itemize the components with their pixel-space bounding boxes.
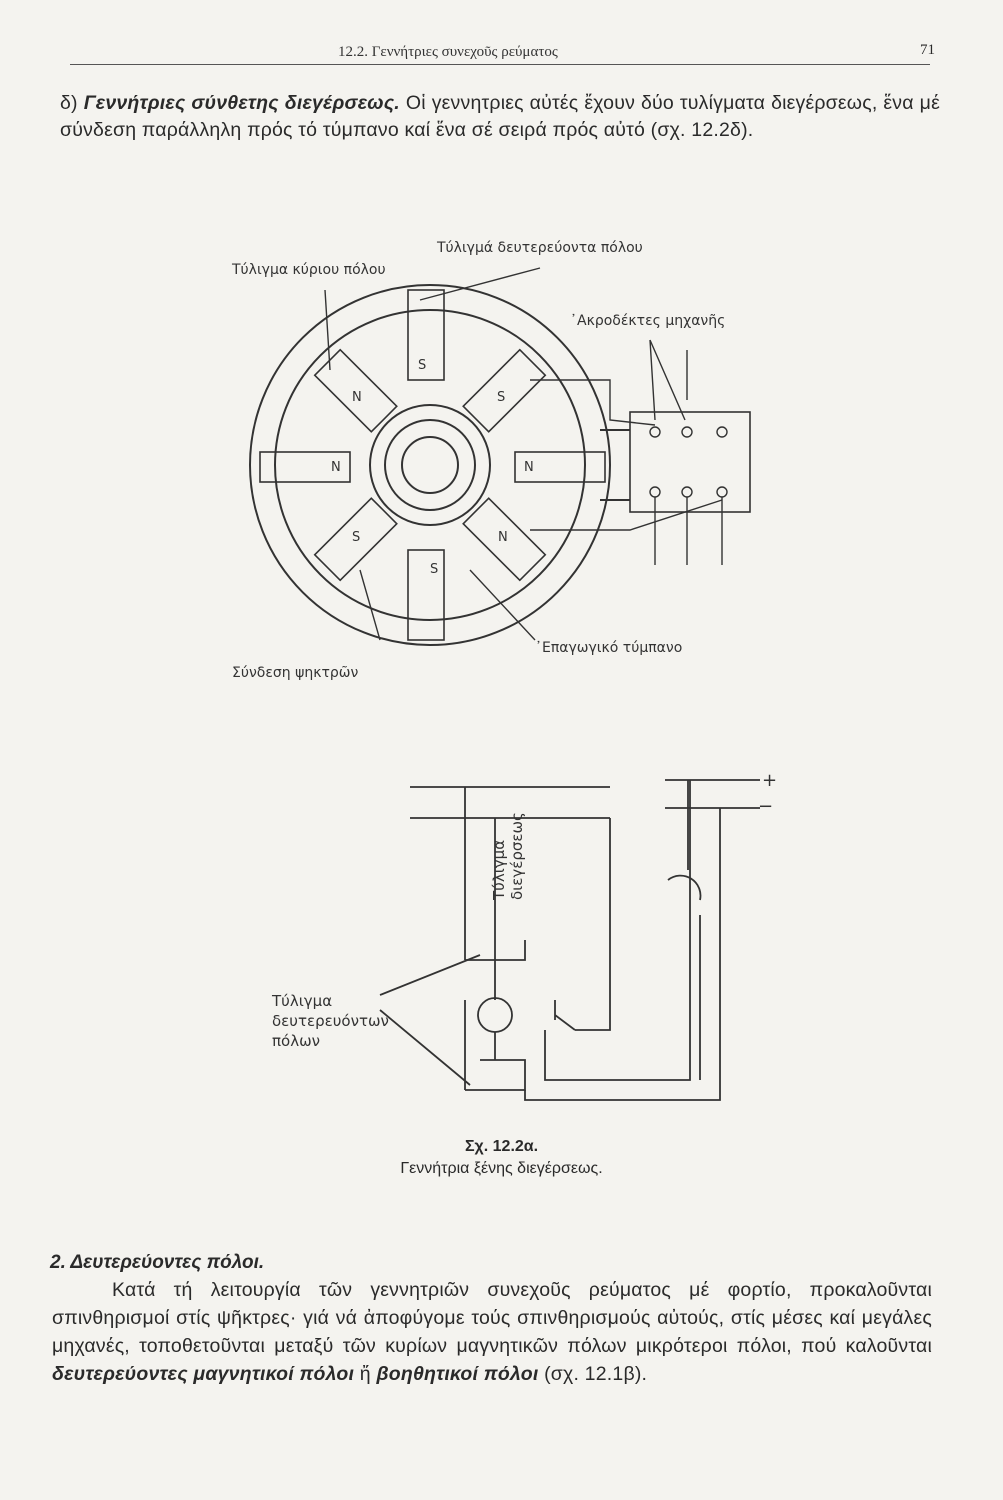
label-main-pole-winding: Τύλιγμα κύριου πόλου	[232, 262, 386, 278]
label-armature: ᾿Επαγωγικό τύμπανο	[535, 640, 683, 656]
header-rule	[70, 64, 930, 65]
pole-label: S	[497, 390, 506, 405]
term-secondary-poles: δευτερεύοντες μαγνητικοί πόλοι	[52, 1363, 355, 1385]
term-auxiliary-poles: βοηθητικοί πόλοι	[376, 1363, 539, 1385]
pole-label: N	[498, 530, 508, 545]
item-marker: δ)	[60, 92, 84, 114]
section-text: Κατά τή λειτουργία τῶν γεννητριῶν συνεχο…	[52, 1279, 932, 1357]
section-paragraph: Κατά τή λειτουργία τῶν γεννητριῶν συνεχο…	[52, 1276, 932, 1388]
section-text-end: (σχ. 12.1β).	[538, 1363, 648, 1385]
label-interpole-windings-3: πόλων	[272, 1032, 321, 1050]
pole-label: N	[524, 460, 534, 475]
figure-caption-text: Γεννήτρια ξένης διεγέρσεως.	[400, 1160, 603, 1177]
minus-terminal: −	[758, 796, 774, 817]
generator-cross-section	[249, 267, 751, 646]
pole-label: N	[352, 390, 362, 405]
intro-heading: Γεννήτριες σύνθετης διεγέρσεως.	[83, 92, 400, 114]
pole-label: N	[331, 460, 341, 475]
label-brush-connection: Σύνδεση ψηκτρῶν	[232, 665, 359, 681]
pole-label: S	[430, 562, 439, 577]
intro-text: Οἱ γεννητριες αὐτές ἔχουν δύο τυλίγματα …	[60, 92, 941, 141]
section-text-or: ἤ	[354, 1363, 377, 1385]
pole-label: S	[418, 358, 427, 373]
label-machine-terminals: ᾿Ακροδέκτες μηχανῆς	[570, 313, 726, 329]
running-header: 12.2. Γεννήτριες συνεχοῦς ρεύματος	[338, 44, 558, 60]
label-interpole-windings-2: δευτερευόντων	[272, 1012, 389, 1030]
circuit-schematic	[379, 779, 760, 1101]
figure-caption-number: Σχ. 12.2α.	[464, 1138, 539, 1155]
intro-paragraph: δ) Γεννήτριες σύνθετης διεγέρσεως. Οἱ γε…	[60, 90, 940, 144]
page-number: 71	[920, 42, 935, 58]
plus-terminal: +	[762, 770, 778, 791]
pole-label: S	[352, 530, 361, 545]
label-interpole-winding: Τύλιγμά δευτερεύοντα πόλου	[437, 240, 643, 256]
section-heading: 2. Δευτερεύοντες πόλοι.	[50, 1252, 265, 1273]
label-field-winding: Τύλιγμα διεγέρσεως	[490, 812, 526, 900]
label-interpole-windings-1: Τύλιγμα	[272, 992, 333, 1010]
